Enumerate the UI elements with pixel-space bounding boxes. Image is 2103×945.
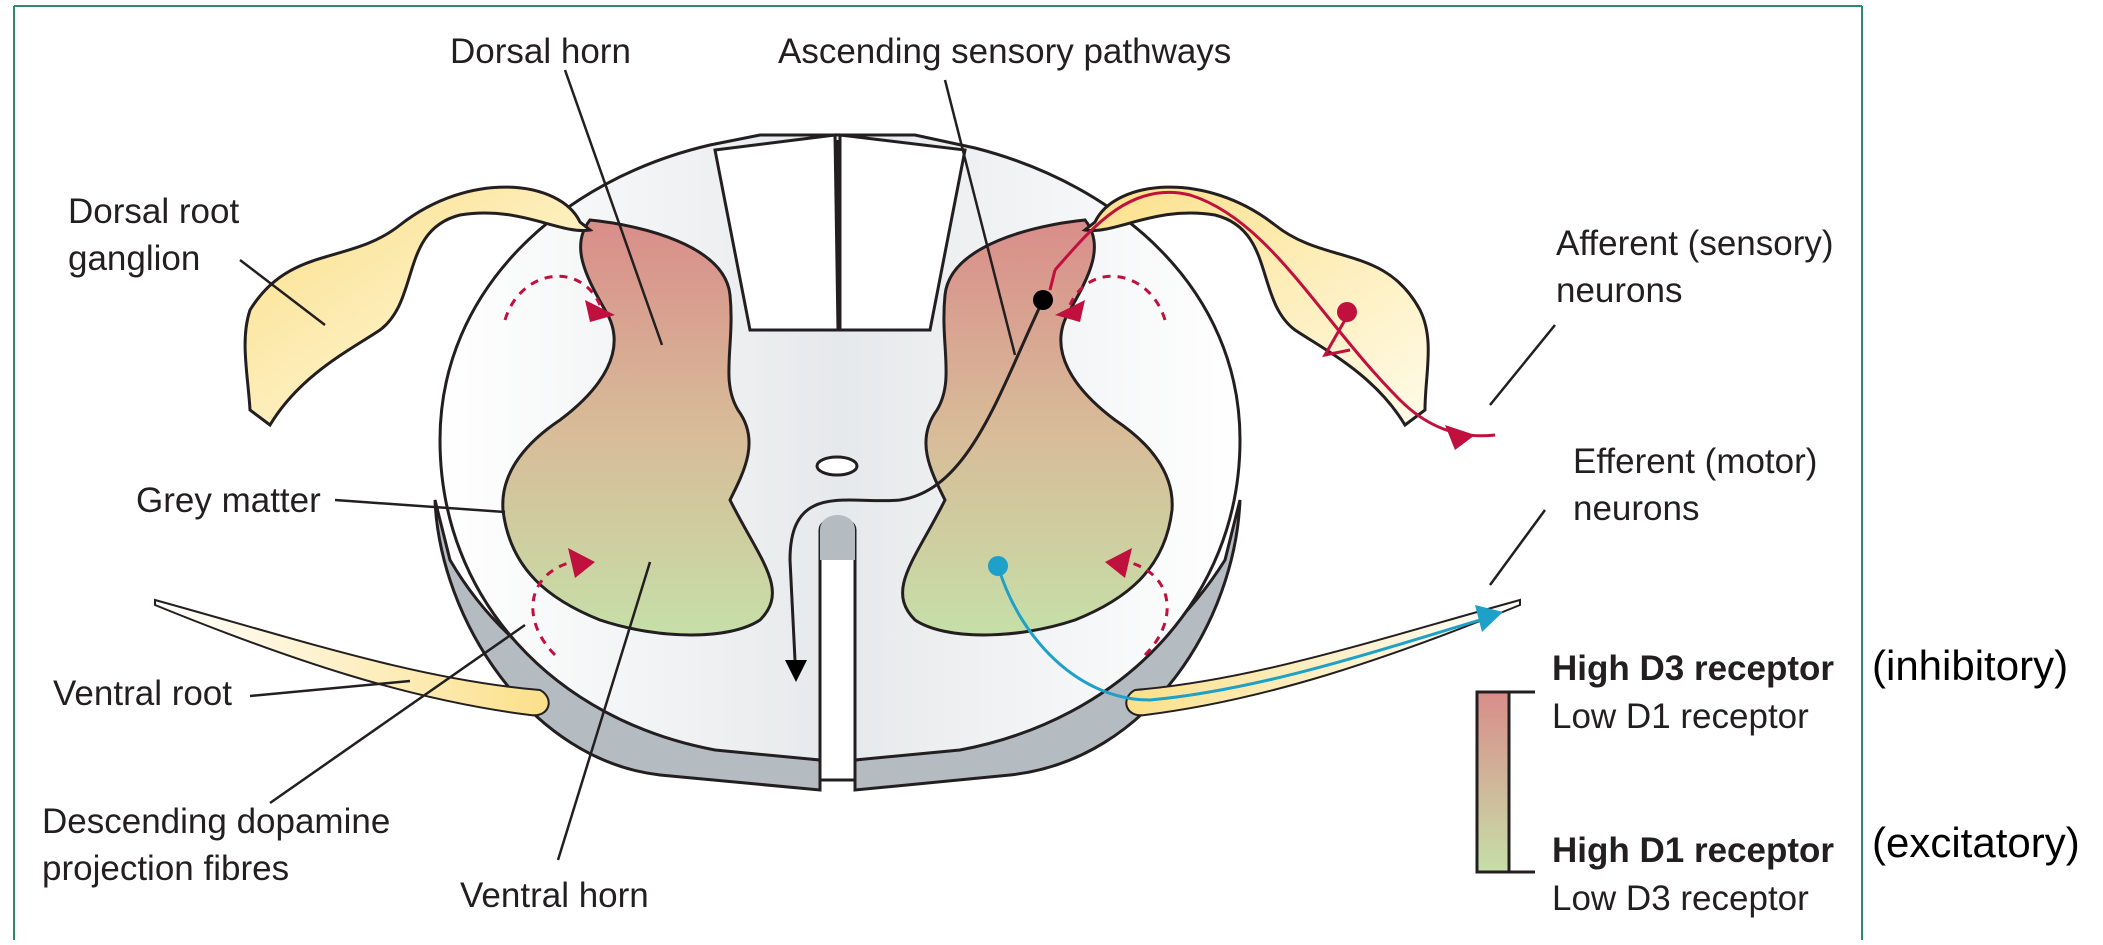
label-efferent-1: Efferent (motor) <box>1573 442 1817 481</box>
legend-gradient-bar <box>1477 692 1509 872</box>
legend-high-d3: High D3 receptor <box>1552 649 1834 688</box>
afferent-cell-body <box>1337 302 1357 322</box>
label-dorsal-root-ganglion-1: Dorsal root <box>68 192 239 231</box>
label-efferent-2: neurons <box>1573 489 1699 528</box>
label-inhibitory: (inhibitory) <box>1872 642 2068 689</box>
synapse-dot <box>1033 290 1053 310</box>
label-afferent-1: Afferent (sensory) <box>1556 224 1834 263</box>
legend-high-d1: High D1 receptor <box>1552 831 1834 870</box>
central-canal <box>817 457 857 475</box>
label-grey-matter: Grey matter <box>136 481 321 520</box>
label-excitatory: (excitatory) <box>1872 819 2080 866</box>
label-ascending-sensory-pathways: Ascending sensory pathways <box>778 32 1231 71</box>
label-ventral-horn: Ventral horn <box>460 876 649 915</box>
label-dorsal-horn: Dorsal horn <box>450 32 631 71</box>
legend-low-d1: Low D1 receptor <box>1552 697 1809 736</box>
dorsal-columns <box>715 135 965 330</box>
label-descending-1: Descending dopamine <box>42 802 390 841</box>
label-afferent-2: neurons <box>1556 271 1682 310</box>
legend-low-d3: Low D3 receptor <box>1552 879 1809 918</box>
afferent-entry-arrowhead <box>1445 425 1475 450</box>
anterior-fissure-shade <box>820 515 855 560</box>
receptor-legend: High D3 receptor Low D1 receptor High D1… <box>1477 649 1834 918</box>
legend-bracket <box>1509 692 1535 872</box>
efferent-cell-body <box>988 556 1008 576</box>
label-dorsal-root-ganglion-2: ganglion <box>68 239 200 278</box>
label-descending-2: projection fibres <box>42 849 289 888</box>
label-ventral-root: Ventral root <box>53 674 232 713</box>
